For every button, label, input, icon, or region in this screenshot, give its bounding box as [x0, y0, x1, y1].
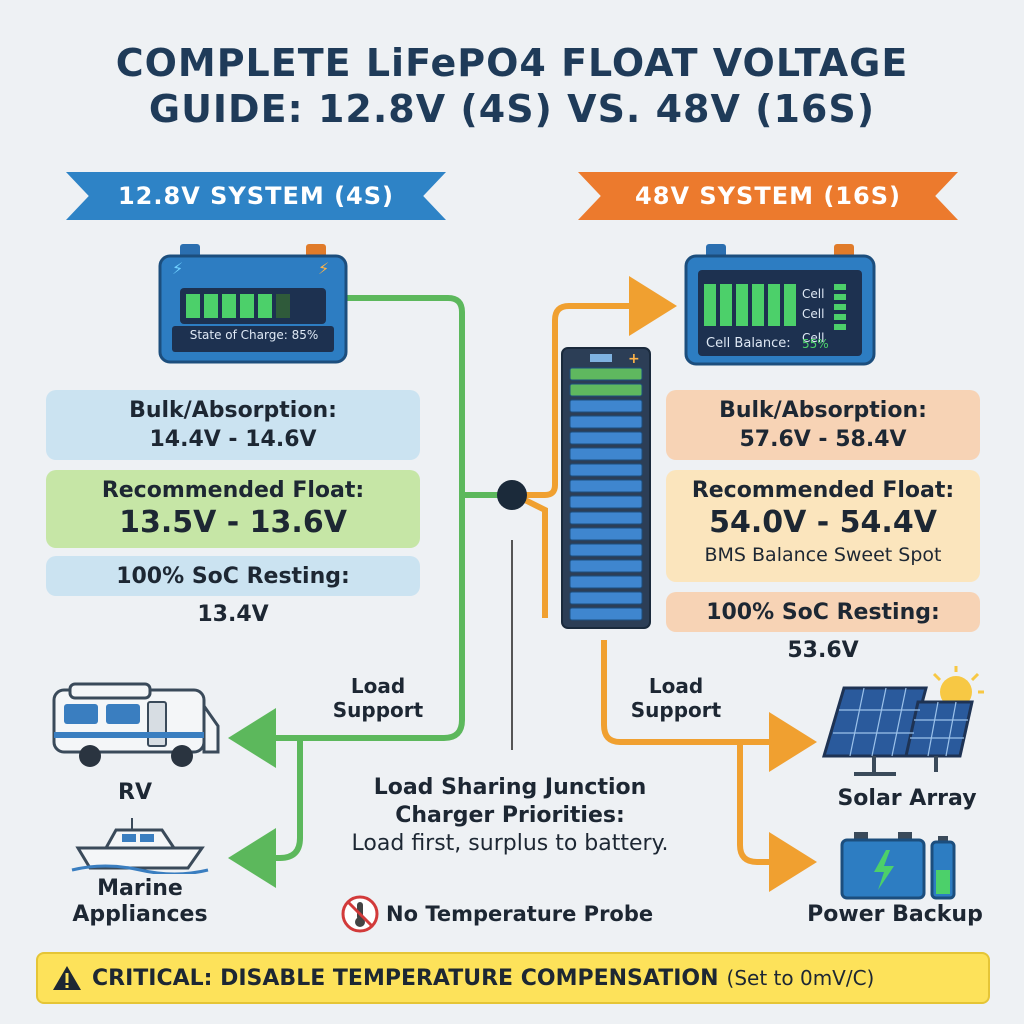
title-line-2: GUIDE: 12.8V (4S) VS. 48V (16S) — [148, 87, 876, 131]
battery-cell — [569, 575, 643, 589]
ribbon-12v-system: 12.8V SYSTEM (4S) — [66, 172, 446, 220]
ribbon-48v-system: 48V SYSTEM (16S) — [578, 172, 958, 220]
battery-cell — [569, 431, 643, 445]
battery-12v: ⚡ ⚡ — [158, 244, 348, 364]
panel-48v-float: Recommended Float: 54.0V - 54.4V BMS Bal… — [666, 470, 980, 582]
rv-icon — [52, 682, 220, 767]
no-probe-note: No Temperature Probe — [340, 894, 653, 934]
page-title: COMPLETE LiFePO4 FLOAT VOLTAGE GUIDE: 12… — [0, 40, 1024, 132]
target-solar-label: Solar Array — [837, 786, 977, 811]
junction-info: Load Sharing Junction Charger Priorities… — [330, 774, 690, 858]
no-thermometer-icon — [341, 895, 379, 933]
battery-cell — [569, 447, 643, 461]
battery-48v — [684, 244, 876, 366]
battery-cell — [569, 399, 643, 413]
battery-48v-cells: Cell Cell Cell — [802, 287, 825, 345]
svg-text:⚡: ⚡ — [318, 259, 329, 278]
warning-text: CRITICAL: DISABLE TEMPERATURE COMPENSATI… — [92, 965, 719, 991]
panel-12v-bulk: Bulk/Absorption: 14.4V - 14.6V — [46, 390, 420, 460]
battery-cell — [569, 415, 643, 429]
warning-bar: CRITICAL: DISABLE TEMPERATURE COMPENSATI… — [36, 952, 990, 1004]
svg-text:⚡: ⚡ — [172, 259, 183, 278]
resting-12v-value: 13.4V — [197, 602, 269, 627]
title-line-1: COMPLETE LiFePO4 FLOAT VOLTAGE — [115, 41, 909, 85]
battery-cell — [569, 559, 643, 573]
battery-cell — [569, 479, 643, 493]
battery-icon — [840, 832, 956, 900]
battery-cell — [569, 495, 643, 509]
resting-48v-value: 53.6V — [787, 638, 859, 663]
battery-cell — [569, 607, 643, 621]
junction-title: Load Sharing Junction — [373, 775, 647, 800]
warning-subtext: (Set to 0mV/C) — [726, 966, 875, 990]
battery-48v-pct: 55% — [802, 337, 829, 351]
boat-icon — [71, 818, 209, 874]
panel-12v-float: Recommended Float: 13.5V - 13.6V — [46, 470, 420, 548]
battery-48v-label: Cell Balance: — [706, 336, 791, 351]
battery-cell — [569, 383, 643, 397]
battery-cell — [569, 543, 643, 557]
junction-note: Load first, surplus to battery. — [351, 831, 669, 856]
junction-subtitle: Charger Priorities: — [395, 803, 625, 828]
panel-48v-resting: 100% SoC Resting: — [666, 592, 980, 632]
load-support-left: Load Support — [332, 674, 424, 722]
target-marine-label: Marine Appliances — [72, 876, 208, 927]
battery-cell — [569, 511, 643, 525]
svg-text:+: + — [628, 351, 640, 367]
battery-12v-label: State of Charge: 85% — [189, 328, 319, 342]
junction-node — [497, 480, 527, 510]
load-support-right: Load Support — [630, 674, 722, 722]
battery-cell — [569, 463, 643, 477]
panel-12v-resting: 100% SoC Resting: — [46, 556, 420, 596]
solar-panel-icon — [821, 666, 984, 776]
target-power-backup-label: Power Backup — [807, 902, 983, 927]
battery-cell — [569, 591, 643, 605]
battery-stack-16s: + — [561, 347, 651, 629]
target-rv-label: RV — [118, 780, 152, 805]
battery-cell — [569, 367, 643, 381]
panel-48v-bulk: Bulk/Absorption: 57.6V - 58.4V — [666, 390, 980, 460]
battery-cell — [569, 527, 643, 541]
warning-icon — [53, 966, 81, 990]
